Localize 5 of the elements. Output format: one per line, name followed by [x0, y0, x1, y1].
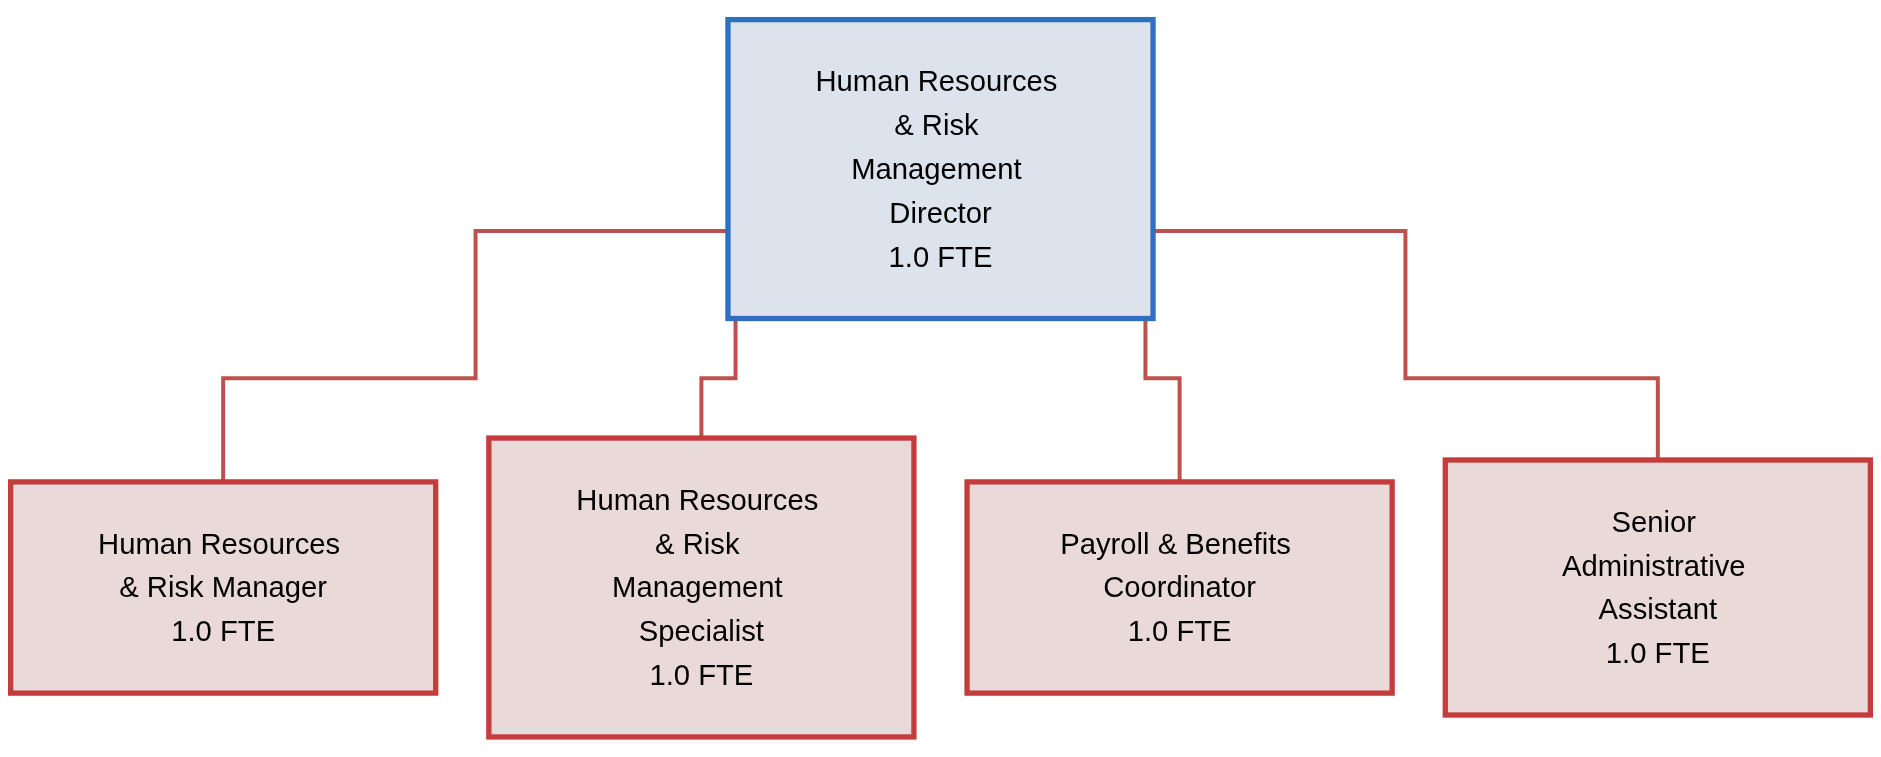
node-box: Human Resources & Risk Management Director 1.0 FTE	[725, 17, 1156, 322]
node-box: Payroll & Benefits Coordinator 1.0 FTE	[964, 479, 1395, 696]
node-box: Human Resources & Risk Management Specialist 1.0 FTE	[486, 435, 917, 740]
node-box: Senior Administrative Assistant 1.0 FTE	[1442, 457, 1873, 718]
node-box: Human Resources & Risk Manager 1.0 FTE	[8, 479, 439, 696]
